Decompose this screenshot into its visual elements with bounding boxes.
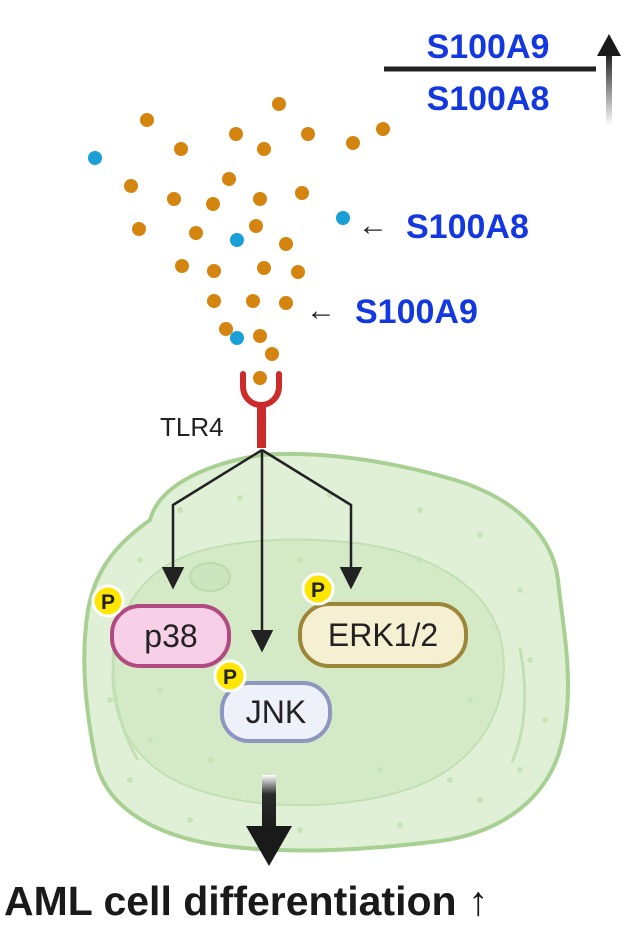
p38-label: p38 xyxy=(144,618,197,654)
s100a9-dot xyxy=(222,172,236,186)
s100a8-dot xyxy=(336,211,350,225)
jnk-label: JNK xyxy=(246,694,306,730)
s100a9-dot xyxy=(265,347,279,361)
s100a9-dot xyxy=(376,122,390,136)
outcome-trend-icon: ↑ xyxy=(468,878,489,924)
s100a8-dot xyxy=(88,151,102,165)
s100a9-dot xyxy=(124,179,138,193)
p38-node: p38 P xyxy=(91,584,231,668)
s100a9-dot xyxy=(175,259,189,273)
s100a9-dot xyxy=(249,219,263,233)
s100a9-dot xyxy=(207,294,221,308)
ratio-numerator: S100A9 xyxy=(427,28,550,66)
s100a9-dot xyxy=(291,265,305,279)
s100a8-dot xyxy=(230,331,244,345)
outcome-text: AML cell differentiation ↑ xyxy=(4,878,488,924)
s100a9-dot xyxy=(253,371,267,385)
jnk-node: JNK P xyxy=(213,659,332,743)
left-arrow-icon: ← xyxy=(306,294,336,327)
legend-s100a8: ← S100A8 xyxy=(358,208,529,246)
s100a9-dot xyxy=(132,222,146,236)
ratio-block: S100A9 S100A8 xyxy=(384,28,621,126)
s100a9-dot xyxy=(207,264,221,278)
tlr4-label: TLR4 xyxy=(160,412,224,442)
down-arrow-icon xyxy=(246,775,292,866)
s100a9-dot xyxy=(346,136,360,150)
outcome: AML cell differentiation ↑ xyxy=(4,878,488,924)
phospho-badge xyxy=(301,572,335,606)
s100a9-dot xyxy=(253,329,267,343)
s100a8-dot xyxy=(230,233,244,247)
s100a9-dot xyxy=(189,226,203,240)
left-arrow-icon: ← xyxy=(358,209,388,242)
legend-s100a9: ← S100A9 xyxy=(306,293,478,331)
s100a9-dot xyxy=(229,127,243,141)
signaling-arrows xyxy=(161,448,363,653)
s100a9-dot xyxy=(257,261,271,275)
s100a9-dot xyxy=(140,113,154,127)
tlr4-receptor: TLR4 xyxy=(160,371,282,448)
ratio-denominator: S100A8 xyxy=(427,80,550,118)
s100a9-dot xyxy=(253,192,267,206)
s100a9-dot xyxy=(279,237,293,251)
s100a9-label: S100A9 xyxy=(355,293,478,331)
phospho-badge xyxy=(213,659,247,693)
s100a9-dot xyxy=(174,142,188,156)
s100a9-dot xyxy=(272,97,286,111)
phospho-badge xyxy=(91,584,125,618)
up-arrow-icon xyxy=(597,34,621,126)
phospho-label: P xyxy=(101,591,115,614)
phospho-label: P xyxy=(223,666,237,689)
s100a9-dot xyxy=(167,192,181,206)
s100a9-dot xyxy=(295,186,309,200)
s100a9-dot xyxy=(257,142,271,156)
s100a8-label: S100A8 xyxy=(406,208,529,246)
s100a9-dot xyxy=(219,322,233,336)
s100-proteins xyxy=(88,97,390,385)
s100a9-dot xyxy=(301,127,315,141)
s100a9-dot xyxy=(246,294,260,308)
erk-node: ERK1/2 P xyxy=(298,572,468,668)
s100a9-dot xyxy=(206,197,220,211)
phospho-label: P xyxy=(311,579,325,602)
s100a9-dot xyxy=(279,296,293,310)
erk-label: ERK1/2 xyxy=(328,617,438,653)
